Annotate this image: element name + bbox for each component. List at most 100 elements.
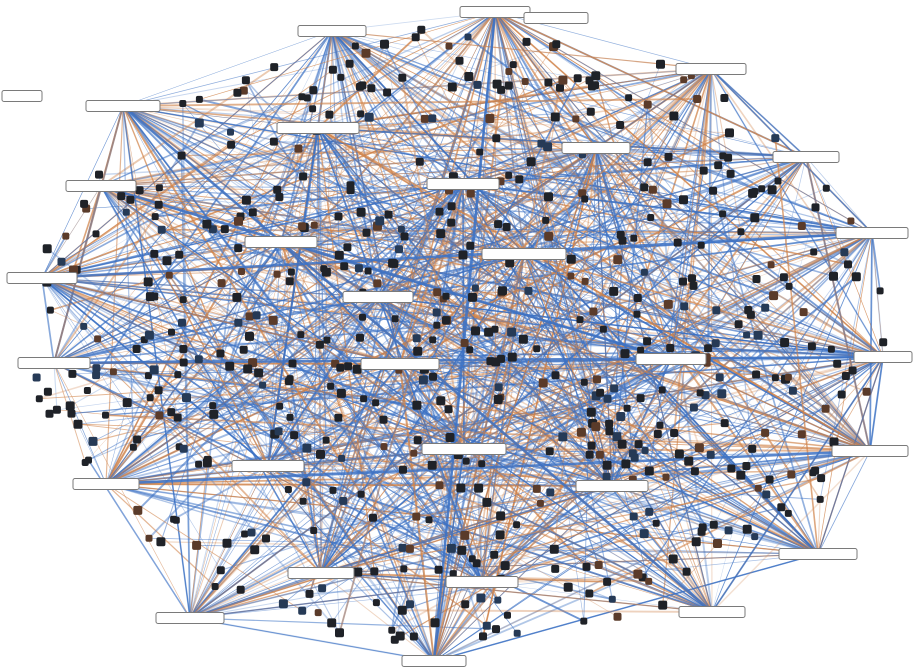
- small-node[interactable]: [367, 84, 376, 93]
- small-node[interactable]: [461, 600, 470, 609]
- small-node[interactable]: [370, 567, 379, 576]
- small-node[interactable]: [490, 550, 499, 559]
- small-node[interactable]: [471, 284, 479, 292]
- small-node[interactable]: [168, 328, 175, 336]
- small-node[interactable]: [509, 61, 517, 69]
- small-node[interactable]: [536, 499, 544, 507]
- small-node[interactable]: [179, 345, 188, 353]
- small-node[interactable]: [357, 110, 365, 118]
- small-node[interactable]: [507, 327, 517, 337]
- small-node[interactable]: [647, 214, 655, 221]
- small-node[interactable]: [379, 415, 388, 424]
- small-node[interactable]: [725, 128, 734, 138]
- small-node[interactable]: [321, 267, 331, 277]
- small-node[interactable]: [644, 466, 654, 476]
- small-node[interactable]: [754, 484, 762, 492]
- small-node[interactable]: [173, 413, 182, 422]
- small-node[interactable]: [714, 161, 723, 170]
- small-node[interactable]: [827, 345, 835, 353]
- small-node[interactable]: [216, 566, 225, 575]
- small-node[interactable]: [335, 628, 344, 638]
- small-node[interactable]: [502, 223, 511, 231]
- small-node[interactable]: [785, 282, 793, 290]
- labeled-node[interactable]: [276, 122, 360, 134]
- small-node[interactable]: [504, 611, 511, 619]
- small-node[interactable]: [734, 320, 743, 329]
- small-node[interactable]: [425, 516, 433, 524]
- small-node[interactable]: [406, 600, 414, 609]
- small-node[interactable]: [309, 105, 317, 113]
- small-node[interactable]: [92, 371, 101, 380]
- small-node[interactable]: [602, 460, 612, 470]
- small-node[interactable]: [234, 318, 243, 327]
- labeled-node[interactable]: [835, 227, 909, 239]
- labeled-node[interactable]: [244, 236, 318, 248]
- small-node[interactable]: [668, 554, 678, 564]
- small-node[interactable]: [645, 577, 653, 585]
- small-node[interactable]: [609, 286, 619, 296]
- small-node[interactable]: [94, 335, 102, 343]
- small-node[interactable]: [537, 139, 546, 148]
- small-node[interactable]: [433, 288, 442, 297]
- small-node[interactable]: [162, 256, 172, 266]
- small-node[interactable]: [726, 169, 735, 178]
- small-node[interactable]: [717, 389, 727, 399]
- small-node[interactable]: [241, 76, 250, 85]
- small-node[interactable]: [154, 200, 163, 209]
- small-node[interactable]: [428, 114, 437, 123]
- small-node[interactable]: [625, 94, 633, 102]
- small-node[interactable]: [724, 526, 733, 535]
- small-node[interactable]: [447, 202, 456, 211]
- small-node[interactable]: [133, 505, 143, 515]
- small-node[interactable]: [612, 432, 622, 442]
- small-node[interactable]: [357, 490, 365, 498]
- small-node[interactable]: [398, 543, 407, 552]
- small-node[interactable]: [409, 632, 418, 641]
- small-node[interactable]: [472, 559, 481, 568]
- small-node[interactable]: [353, 567, 363, 577]
- labeled-node[interactable]: [778, 548, 858, 560]
- small-node[interactable]: [179, 100, 187, 107]
- small-node[interactable]: [767, 261, 775, 269]
- small-node[interactable]: [476, 593, 486, 603]
- labeled-node[interactable]: [678, 606, 746, 618]
- small-node[interactable]: [243, 364, 253, 374]
- small-node[interactable]: [679, 277, 687, 286]
- small-node[interactable]: [241, 530, 249, 538]
- small-node[interactable]: [495, 530, 505, 540]
- small-node[interactable]: [216, 349, 225, 358]
- small-node[interactable]: [155, 411, 164, 420]
- small-node[interactable]: [643, 337, 652, 346]
- small-node[interactable]: [464, 33, 472, 41]
- small-node[interactable]: [466, 189, 475, 198]
- small-node[interactable]: [397, 225, 405, 233]
- small-node[interactable]: [474, 483, 484, 493]
- small-node[interactable]: [505, 171, 513, 179]
- small-node[interactable]: [429, 336, 437, 344]
- small-node[interactable]: [656, 421, 664, 429]
- small-node[interactable]: [462, 457, 470, 465]
- small-node[interactable]: [847, 217, 855, 225]
- small-node[interactable]: [471, 326, 480, 336]
- small-node[interactable]: [179, 358, 188, 367]
- small-node[interactable]: [383, 88, 392, 97]
- small-node[interactable]: [563, 582, 573, 592]
- small-node[interactable]: [234, 216, 243, 226]
- small-node[interactable]: [765, 475, 774, 484]
- small-node[interactable]: [684, 456, 694, 466]
- small-node[interactable]: [581, 195, 589, 203]
- small-node[interactable]: [500, 561, 510, 571]
- labeled-node[interactable]: [287, 567, 355, 579]
- small-node[interactable]: [413, 346, 423, 356]
- small-node[interactable]: [239, 86, 248, 95]
- small-node[interactable]: [442, 316, 450, 325]
- small-node[interactable]: [810, 248, 818, 256]
- small-node[interactable]: [602, 472, 611, 481]
- small-node[interactable]: [573, 74, 582, 83]
- small-node[interactable]: [496, 511, 506, 521]
- small-node[interactable]: [719, 210, 727, 218]
- small-node[interactable]: [769, 291, 779, 301]
- small-node[interactable]: [302, 478, 311, 487]
- small-node[interactable]: [315, 340, 324, 349]
- small-node[interactable]: [780, 338, 790, 347]
